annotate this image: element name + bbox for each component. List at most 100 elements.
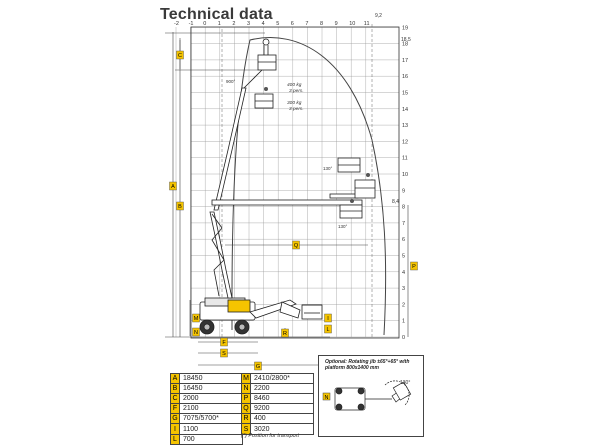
top-tick-label: 8 — [320, 21, 323, 27]
dim-label-N: N — [194, 330, 198, 336]
page-title: Technical data — [160, 6, 273, 23]
right-tick-label: 5 — [402, 254, 405, 260]
right-tick-label: 11 — [402, 156, 408, 162]
operator-icons — [264, 87, 370, 203]
right-tick-label: 2 — [402, 302, 405, 308]
working-envelope — [231, 37, 387, 336]
spec-key: M — [241, 372, 251, 385]
annotation-load-400: 400 kg — [287, 82, 302, 88]
right-tick-label: 14 — [402, 107, 408, 113]
spec-value: 16450 — [179, 383, 243, 395]
right-tick-label: 12 — [402, 139, 408, 145]
right-tick-label: 1 — [402, 319, 405, 325]
dim-label-R: R — [283, 331, 287, 337]
top-tick-label: -2 — [174, 21, 179, 27]
right-axis-special-top: 18,5 — [401, 37, 411, 43]
top-tick-label: 3 — [247, 21, 250, 27]
annotation-load-300: 300 kg — [287, 100, 302, 106]
dim-label-Q: Q — [294, 243, 299, 249]
dim-box-N — [192, 327, 200, 337]
right-tick-label: 17 — [402, 58, 408, 64]
footnote: (*) Position for transport — [241, 433, 300, 439]
top-tick-label: 2 — [232, 21, 235, 27]
dim-box-B — [176, 201, 184, 211]
spec-value: 18450 — [179, 372, 243, 385]
spec-key: F — [170, 403, 180, 415]
top-tick-label: -1 — [189, 21, 194, 27]
top-tick-label: 11 — [364, 21, 370, 27]
dim-box-R — [281, 328, 289, 338]
annotation-pers-3a: 3 pers. — [289, 88, 304, 94]
top-tick-label: 4 — [262, 21, 265, 27]
dim-box-Q — [292, 240, 300, 250]
horizontal-boom — [211, 157, 376, 219]
right-tick-label: 3 — [402, 286, 405, 292]
spec-key: N — [241, 383, 251, 395]
spec-value: 9200 — [250, 403, 314, 415]
dim-box-L — [324, 324, 332, 334]
optional-jib-label: Optional: Rotating jib ±65°+65° with pla… — [325, 359, 410, 371]
spec-key: A — [170, 372, 180, 385]
top-tick-label: 0 — [203, 21, 206, 27]
dim-label-L: L — [326, 327, 329, 333]
top-platforms — [243, 38, 277, 109]
right-tick-label: 7 — [402, 221, 405, 227]
dim-label-M: M — [194, 316, 199, 322]
spec-value: 8460 — [250, 393, 314, 405]
right-tick-label: 10 — [402, 172, 408, 178]
dim-label-B: B — [178, 204, 182, 210]
dim-label-C: C — [178, 53, 182, 59]
top-tick-label: 7 — [305, 21, 308, 27]
dim-box-F — [220, 337, 228, 347]
dim-box-G — [254, 361, 262, 371]
right-tick-label: 18 — [402, 42, 408, 48]
annotation-angle-top: 900° — [226, 79, 236, 84]
dim-box-P — [410, 261, 418, 271]
top-tick-label: 5 — [276, 21, 279, 27]
spec-key: I — [170, 423, 180, 435]
dim-box-S — [220, 348, 228, 358]
right-tick-label: 8 — [402, 205, 405, 211]
right-tick-label: 0 — [402, 335, 405, 341]
right-tick-label: 9 — [402, 188, 405, 194]
dim-label-F: F — [222, 340, 226, 346]
spec-value: 2000 — [179, 393, 243, 405]
right-tick-label: 15 — [402, 91, 408, 97]
stowed-boom — [249, 299, 323, 320]
spec-key: Q — [241, 403, 251, 415]
spec-value: 7075/5700* — [179, 413, 243, 425]
spec-value: 2200 — [250, 383, 314, 395]
dim-box-M — [192, 313, 200, 323]
spec-key: C — [170, 393, 180, 405]
right-tick-label: 13 — [402, 123, 408, 129]
right-tick-label: 19 — [402, 25, 408, 31]
top-tick-label: 9 — [335, 21, 338, 27]
right-tick-label: 4 — [402, 270, 405, 276]
dim-label-S: S — [222, 351, 226, 357]
annotation-pers-3b: 3 pers. — [289, 106, 304, 112]
spec-value: 2100 — [179, 403, 243, 415]
spec-key: P — [241, 393, 251, 405]
dim-label-G: G — [256, 364, 260, 370]
spec-value: 2410/2800* — [250, 372, 314, 385]
reach-grid — [175, 27, 399, 338]
spec-key: G — [170, 413, 180, 425]
top-axis-special: 9,2 — [375, 13, 382, 19]
machine-chassis — [199, 297, 256, 335]
right-axis-special-mid: 8,4 — [392, 199, 399, 205]
annotation-angle-mid: 130° — [323, 166, 333, 171]
dim-label-A: A — [171, 184, 175, 190]
